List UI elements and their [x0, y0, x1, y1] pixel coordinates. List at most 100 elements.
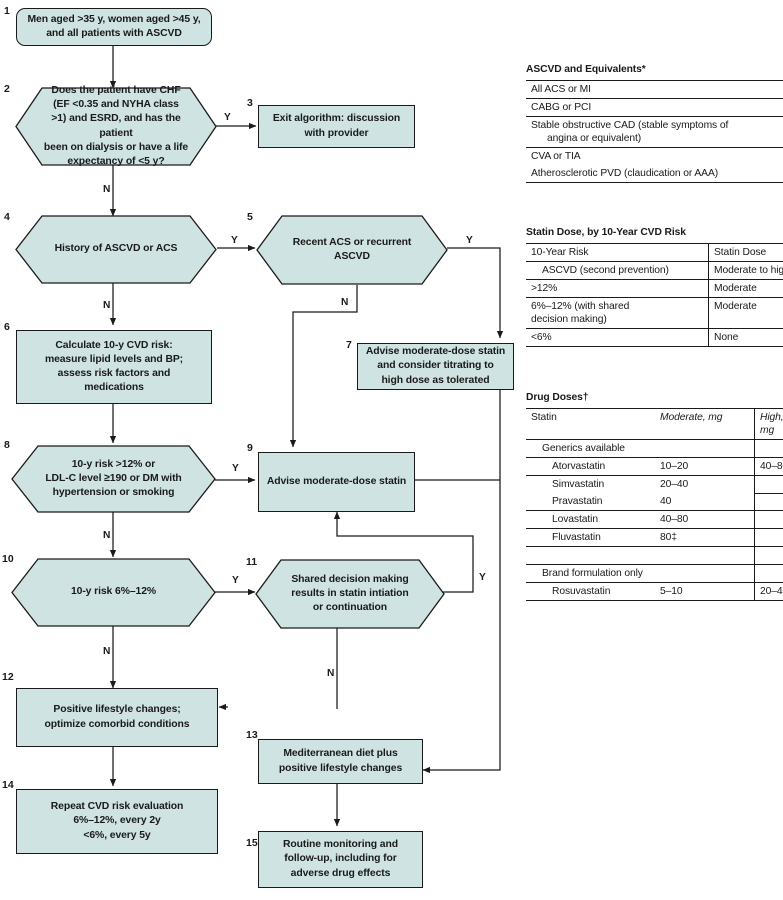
node-15-label: Routine monitoring and follow-up, includ…	[283, 839, 398, 879]
drug-row-1-moderate: 10–20	[655, 457, 755, 476]
table-ascvd-equivalents: ASCVD and Equivalents* All ACS or MI CAB…	[526, 64, 783, 183]
step-number-13: 13	[246, 729, 258, 741]
table-row: Stable obstructive CAD (stable symptoms …	[526, 116, 783, 148]
drug-row-4-moderate: 40–80	[655, 510, 755, 529]
node-10-intermediate-risk-decision[interactable]: 10-y risk 6%–12%	[11, 558, 216, 627]
table-row: Atherosclerotic PVD (claudication or AAA…	[526, 165, 783, 183]
step-number-3: 3	[247, 97, 253, 109]
node-15-routine-monitoring[interactable]: Routine monitoring and follow-up, includ…	[258, 831, 423, 888]
hexagon-shape	[11, 445, 216, 513]
statin-dose-row-2-risk: 6%–12% (with shared	[531, 301, 630, 312]
statin-dose-row-3-dose: None	[708, 328, 783, 347]
table-drug-doses-body: Statin Moderate, mg High, mg Generics av…	[526, 408, 783, 601]
edge-label-8-yes: Y	[232, 463, 239, 474]
node-11-shared-decision[interactable]: Shared decision making results in statin…	[255, 559, 445, 629]
node-6-label: Calculate 10-y CVD risk: measure lipid l…	[44, 339, 184, 394]
drug-header-1: Moderate, mg	[655, 408, 755, 440]
step-number-9: 9	[247, 442, 253, 454]
node-3-exit-algorithm[interactable]: Exit algorithm: discussion with provider	[258, 105, 415, 148]
table-statin-dose-body: 10-Year Risk Statin Dose ASCVD (second p…	[526, 243, 783, 347]
table-row: Rosuvastatin 5–10 20–40	[526, 582, 783, 601]
table-row: >12% Moderate	[526, 279, 783, 298]
table-statin-dose-title: Statin Dose, by 10-Year CVD Risk	[526, 227, 686, 238]
statin-dose-row-0-risk: ASCVD (second prevention)	[526, 261, 709, 280]
node-5-recent-acs-decision[interactable]: Recent ACS or recurrent ASCVD	[256, 215, 448, 285]
node-4-label: History of ASCVD or ACS	[54, 243, 178, 255]
node-9-label: Advise moderate-dose statin	[266, 475, 407, 487]
drug-row-1-statin: Atorvastatin	[526, 457, 655, 476]
ascvd-row-2-line2: angina or equivalent)	[547, 133, 642, 144]
step-number-10: 10	[2, 553, 14, 565]
table-row: Simvastatin 20–40	[526, 475, 783, 494]
drug-header-0: Statin	[526, 408, 655, 440]
table-row: Lovastatin 40–80	[526, 510, 783, 529]
step-number-5: 5	[247, 211, 253, 223]
step-number-8: 8	[4, 439, 10, 451]
node-2-chf-esrd-decision[interactable]: Does the patient have CHF (EF <0.35 and …	[15, 84, 217, 167]
table-row: Atorvastatin 10–20 40–80	[526, 457, 783, 476]
drug-row-7-statin: Brand formulation only	[526, 564, 655, 583]
node-1-population[interactable]: Men aged >35 y, women aged >45 y, and al…	[16, 8, 212, 46]
step-number-6: 6	[4, 321, 10, 333]
node-8-label: 10-y risk >12% or LDL-C level ≥190 or DM…	[45, 458, 182, 499]
node-14-repeat-risk-evaluation[interactable]: Repeat CVD risk evaluation 6%–12%, every…	[16, 789, 218, 854]
edge-label-8-no: N	[103, 530, 111, 541]
drug-row-3-statin: Pravastatin	[526, 493, 655, 511]
table-row-spacer	[526, 546, 783, 565]
node-14-label: Repeat CVD risk evaluation 6%–12%, every…	[50, 801, 184, 841]
statin-dose-row-1-dose: Moderate	[708, 279, 783, 298]
drug-row-4-high	[754, 510, 783, 529]
drug-row-1-high: 40–80	[754, 457, 783, 476]
table-row: 6%–12% (with shared decision making) Mod…	[526, 297, 783, 329]
step-number-2: 2	[4, 83, 10, 95]
step-number-1: 1	[4, 5, 10, 17]
drug-row-7-moderate	[655, 564, 755, 583]
statin-dose-row-2-dose: Moderate	[708, 297, 783, 329]
hexagon-shape	[15, 87, 217, 166]
step-number-4: 4	[4, 211, 10, 223]
drug-row-8-high: 20–40	[754, 582, 783, 601]
edge-label-11-yes: Y	[479, 572, 486, 583]
node-7-advise-moderate-titrate[interactable]: Advise moderate-dose statin and consider…	[357, 343, 514, 390]
drug-row-2-high	[754, 475, 783, 494]
hexagon-shape	[256, 215, 448, 285]
node-2-label: Does the patient have CHF (EF <0.35 and …	[43, 84, 189, 167]
edge-label-10-yes: Y	[232, 575, 239, 586]
node-7-label: Advise moderate-dose statin and consider…	[365, 346, 506, 386]
node-13-mediterranean-diet[interactable]: Mediterranean diet plus positive lifesty…	[258, 739, 423, 784]
table-row: Brand formulation only	[526, 564, 783, 583]
edge-label-11-no: N	[327, 668, 335, 679]
table-row: All ACS or MI	[526, 80, 783, 99]
step-number-11: 11	[246, 556, 258, 568]
table-row: Generics available	[526, 439, 783, 458]
node-1-label: Men aged >35 y, women aged >45 y, and al…	[27, 13, 201, 39]
table-statin-dose: Statin Dose, by 10-Year CVD Risk 10-Year…	[526, 227, 783, 347]
statin-dose-header-1: Statin Dose	[708, 243, 783, 262]
drug-row-8-moderate: 5–10	[660, 586, 683, 597]
node-9-advise-moderate-dose[interactable]: Advise moderate-dose statin	[258, 452, 415, 512]
ascvd-row-1-line1: CABG or PCI	[526, 98, 783, 117]
table-row: CVA or TIA	[526, 148, 783, 166]
drug-row-6-moderate	[655, 546, 755, 565]
node-4-history-ascvd-decision[interactable]: History of ASCVD or ACS	[15, 215, 217, 284]
drug-row-6-statin	[526, 546, 655, 565]
node-6-calculate-risk[interactable]: Calculate 10-y CVD risk: measure lipid l…	[16, 330, 212, 404]
ascvd-row-4-line1: Atherosclerotic PVD (claudication or AAA…	[531, 168, 719, 179]
table-header-row: 10-Year Risk Statin Dose	[526, 243, 783, 262]
hexagon-shape	[15, 215, 217, 284]
drug-row-6-high	[754, 546, 783, 565]
edge-label-2-yes: Y	[224, 112, 231, 123]
table-row: Pravastatin 40	[526, 493, 783, 511]
ascvd-row-3-line1: CVA or TIA	[531, 151, 581, 162]
statin-dose-row-0-dose: Moderate to high	[708, 261, 783, 280]
node-8-high-risk-decision[interactable]: 10-y risk >12% or LDL-C level ≥190 or DM…	[11, 445, 216, 513]
table-row: Fluvastatin 80‡	[526, 528, 783, 547]
step-number-15: 15	[246, 837, 258, 849]
drug-row-7-high	[754, 564, 783, 583]
hexagon-shape	[11, 558, 216, 627]
node-12-lifestyle-changes[interactable]: Positive lifestyle changes; optimize com…	[16, 688, 218, 747]
drug-row-3-high	[754, 493, 783, 511]
drug-row-2-statin: Simvastatin	[552, 479, 605, 490]
edge-label-5-no: N	[341, 297, 349, 308]
edge-label-5-yes: Y	[466, 235, 473, 246]
